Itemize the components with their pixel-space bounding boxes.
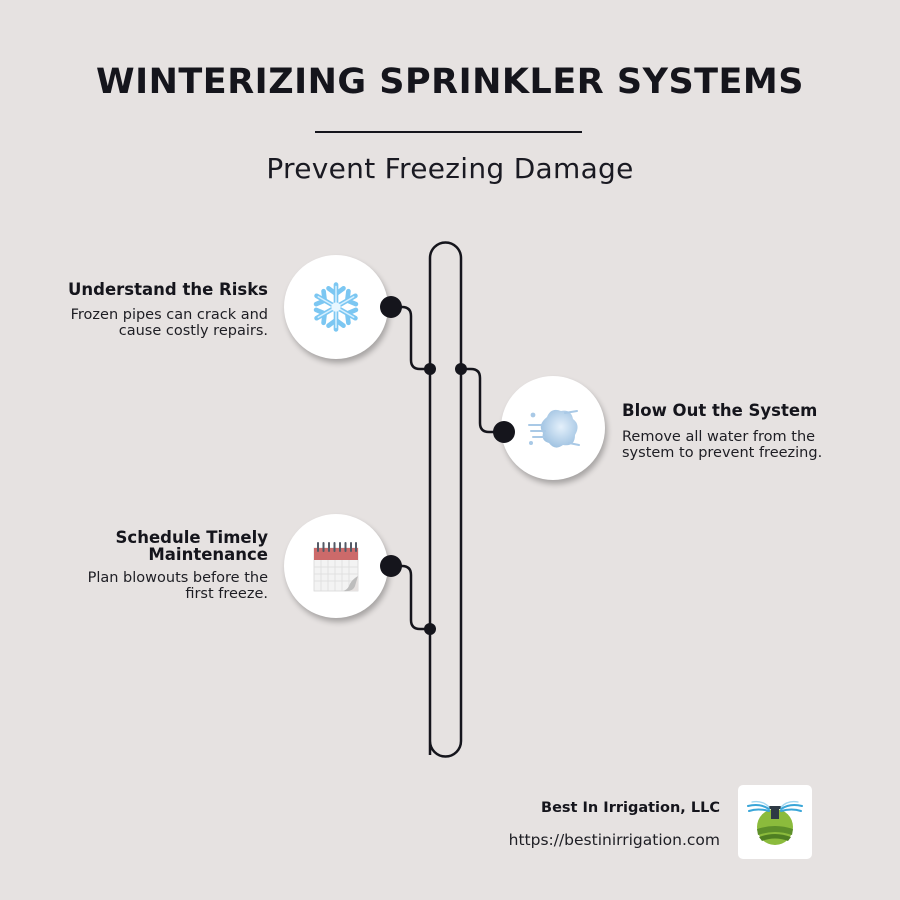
step-2-description-line: system to prevent freezing. [622,445,823,461]
step-2-title: Blow Out the System [622,401,818,420]
sprinkler-field-logo-icon [747,800,803,845]
step-2-description: Remove all water from the system to prev… [622,429,822,461]
step-1-title: Understand the Risks [68,280,268,299]
page-subtitle: Prevent Freezing Damage [266,152,634,185]
step-1-connector-node [380,296,402,318]
company-name: Best In Irrigation, LLC [541,800,720,816]
wind-blowing-icon [528,409,580,448]
step-3-title-line: Maintenance [148,545,268,564]
step-1-description: Frozen pipes can crack and cause costly … [71,307,268,339]
step-3-title-line: Schedule Timely [115,528,268,547]
step-3-icon-circle [284,514,388,618]
title-divider [315,131,582,133]
page-title: WINTERIZING SPRINKLER SYSTEMS [96,62,804,102]
step-3-connector-node [380,555,402,577]
snowflake-icon [308,282,364,335]
company-logo [738,785,812,859]
step-1-description-line: Frozen pipes can crack and [70,307,268,323]
junction-dot [424,623,436,635]
step-1-icon-circle [284,255,388,359]
calendar-icon [313,542,359,592]
step-1-description-line: cause costly repairs. [118,323,268,339]
step-2-icon-circle [501,376,605,480]
step-3-description: Plan blowouts before the first freeze. [88,570,268,602]
junction-dot [455,363,467,375]
step-3-description-line: Plan blowouts before the [87,570,268,586]
junction-dot [424,363,436,375]
step-2-connector-node [493,421,515,443]
step-3-title: Schedule Timely Maintenance [116,529,268,563]
step-2-description-line: Remove all water from the [622,429,816,445]
step-3-description-line: first freeze. [185,586,268,602]
company-url-link[interactable]: https://bestinirrigation.com [508,831,720,849]
